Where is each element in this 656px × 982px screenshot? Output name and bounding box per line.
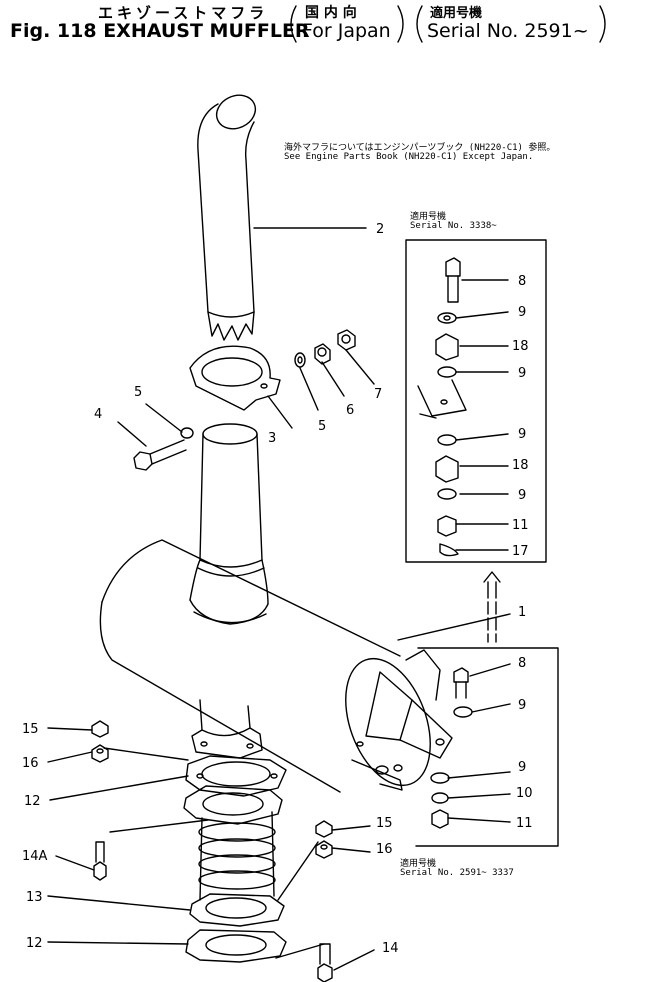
callout-17: 17 [512,544,529,559]
bellows-13-part [183,785,285,927]
callout-18: 18 [512,458,529,473]
header-paren [599,5,606,43]
callout-15: 15 [376,816,393,831]
header-paren [290,5,297,43]
header-jp-title: エキゾーストマフラ [98,4,269,22]
callout-9: 9 [518,427,526,442]
serial-b-jp: 適用号機 [400,859,437,869]
callout-16: 16 [22,756,39,771]
header-jp-serial: 適用号機 [430,6,483,21]
header-scope: For Japan [302,20,391,42]
assembly-arrow [483,571,501,643]
callout-6: 6 [346,403,354,418]
callout-3: 3 [268,431,276,446]
bolt-14-part [317,943,333,982]
serial-a: Serial No. 3338~ [410,221,497,231]
callout-11: 11 [512,518,529,533]
callout-5: 5 [318,419,326,434]
callout-9: 9 [518,305,526,320]
header-paren [416,5,423,43]
nut-15-left-part [91,720,109,738]
callout-9: 9 [518,760,526,775]
nut-6-part [314,343,331,365]
nut-15-right-part [315,820,333,838]
callout-8: 8 [518,656,526,671]
serial-a-jp: 適用号機 [410,212,447,222]
callout-1: 1 [518,605,526,620]
outlet-flange-part [191,699,263,759]
callout-9: 9 [518,488,526,503]
callout-labels: 2 8 9 18 9 5 4 3 5 6 7 9 18 9 11 17 1 8 … [22,222,533,956]
callout-11: 11 [516,816,533,831]
callout-2: 2 [376,222,384,237]
callout-5: 5 [134,385,142,400]
bolt-14a-part [93,841,107,881]
header-serial: Serial No. 2591~ [427,20,589,42]
detail-box-lower [415,647,559,847]
export-note-en: See Engine Parts Book (NH220-C1) Except … [284,152,534,162]
nut-7-part [337,329,356,351]
nut-16-left-part [91,744,109,763]
callout-12: 12 [24,794,41,809]
callout-9: 9 [518,698,526,713]
gasket-12-upper-part [185,755,287,797]
callout-7: 7 [374,387,382,402]
leader-lines [47,227,511,971]
washer-5-left-part [180,427,194,439]
export-note-jp: 海外マフラについてはエンジンパーツブック (NH220-C1) 参照。 [284,143,556,153]
callout-12: 12 [26,936,43,951]
header-jp-scope: 国 内 向 [305,5,357,21]
callout-18: 18 [512,339,529,354]
callout-9: 9 [518,366,526,381]
clamp-part [189,345,281,411]
serial-b: Serial No. 2591~ 3337 [400,868,514,878]
muffler-pipe-part [189,423,269,625]
nut-16-right-part [315,840,333,859]
gasket-12-lower-part [185,929,287,963]
callout-13: 13 [26,890,43,905]
callout-8: 8 [518,274,526,289]
bolt-4-part [133,439,187,471]
header-paren [397,5,404,43]
tail-pipe-part [197,94,257,341]
callout-10: 10 [516,786,533,801]
detail-box-upper [405,239,547,563]
figure-title: Fig. 118 EXHAUST MUFFLER [10,20,310,42]
callout-16: 16 [376,842,393,857]
washer-5-part [294,352,306,368]
callout-15: 15 [22,722,39,737]
callout-4: 4 [94,407,102,422]
callout-14a: 14A [22,849,48,864]
muffler-body-part [99,539,453,793]
callout-14: 14 [382,941,399,956]
